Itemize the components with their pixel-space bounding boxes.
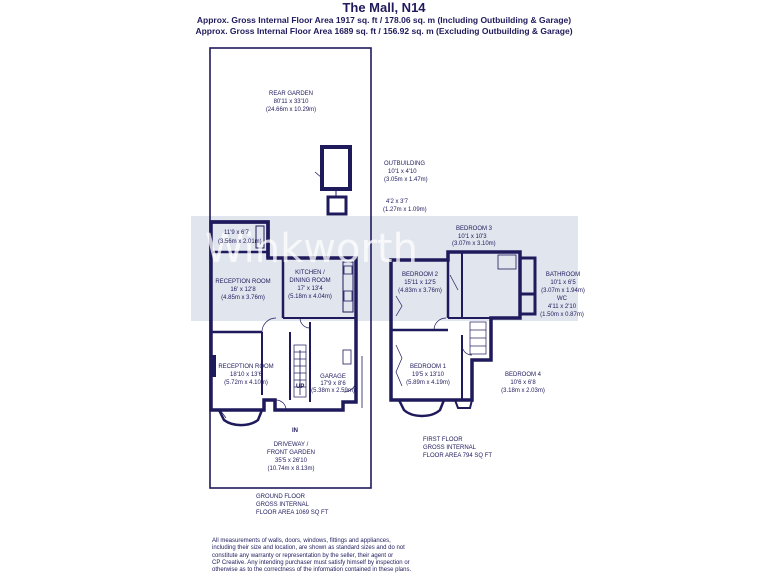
disclaimer-line: All measurements of walls, doors, window… [212, 538, 391, 544]
reception-front-metric: (5.72m x 4.10m) [224, 380, 268, 386]
utility-wall [211, 220, 270, 258]
bedroom3-metric: (3.07m x 3.10m) [452, 241, 496, 247]
rear-garden-label: REAR GARDEN [269, 91, 313, 97]
driveway-imperial: 35'5 x 26'10 [275, 458, 308, 464]
reception-rear-metric: (4.85m x 3.76m) [221, 295, 265, 301]
bathroom-metric: (3.07m x 1.94m) [541, 288, 585, 294]
rear-garden-imperial: 80'11 x 33'10 [274, 99, 310, 105]
driveway-label-2: FRONT GARDEN [267, 450, 315, 456]
bedroom3-label: BEDROOM 3 [456, 226, 493, 232]
stairs-up-marker: UP [296, 384, 304, 390]
first-floor-label: FIRST FLOOR [423, 437, 463, 443]
ground-floor-gross: GROSS INTERNAL [256, 502, 310, 508]
bedroom3-imperial: 10'1 x 10'3 [458, 234, 487, 240]
first-floor-area: FLOOR AREA 794 SQ FT [423, 453, 492, 459]
wc-label: WC [557, 296, 568, 302]
first-stairs [469, 321, 487, 355]
bedroom2-label: BEDROOM 2 [402, 272, 439, 278]
ground-floor-area: FLOOR AREA 1069 SQ FT [256, 510, 329, 516]
wc-imperial: 4'11 x 2'10 [548, 304, 577, 310]
outbuilding-metric: (3.05m x 1.47m) [384, 177, 428, 183]
kitchen-label-2: DINING ROOM [289, 278, 330, 284]
reception-front-imperial: 18'10 x 13'6 [230, 372, 263, 378]
bedroom1-label: BEDROOM 1 [410, 364, 447, 370]
bedroom4-imperial: 10'6 x 6'8 [510, 380, 536, 386]
wc-wall [518, 292, 537, 316]
area-including: Approx. Gross Internal Floor Area 1917 s… [196, 15, 572, 25]
ground-floor-label: GROUND FLOOR [256, 494, 306, 500]
outbuilding-wall [320, 145, 352, 191]
store-wall [326, 195, 348, 216]
bedroom2-imperial: 15'11 x 12'5 [404, 280, 436, 286]
bedroom1-metric: (5.89m x 4.19m) [406, 380, 450, 386]
bedroom1-imperial: 19'5 x 13'10 [412, 372, 445, 378]
store-metric: (1.27m x 1.09m) [383, 207, 427, 213]
driveway-label-1: DRIVEWAY / [274, 442, 309, 448]
reception-rear-imperial: 16' x 12'8 [230, 287, 256, 293]
garage-metric: (5.38m x 2.59m) [311, 388, 355, 394]
area-excluding: Approx. Gross Internal Floor Area 1689 s… [195, 26, 573, 36]
wc-metric: (1.50m x 0.87m) [540, 312, 584, 318]
rear-garden-metric: (24.66m x 10.29m) [266, 107, 316, 113]
kitchen-metric: (5.18m x 4.04m) [288, 294, 332, 300]
reception-rear-label: RECEPTION ROOM [215, 279, 270, 285]
disclaimer-line: CP Creative. Any intending purchaser mus… [212, 559, 410, 566]
garage-imperial: 17'9 x 8'6 [320, 381, 346, 387]
bedroom2-metric: (4.83m x 3.76m) [398, 288, 442, 294]
first-floor-gross: GROSS INTERNAL [423, 445, 477, 451]
utility-metric: (3.56m x 2.01m) [218, 239, 262, 245]
kitchen-imperial: 17' x 13'4 [297, 286, 323, 292]
bedroom4-metric: (3.18m x 2.03m) [501, 388, 545, 394]
driveway-metric: (10.74m x 8.13m) [267, 466, 314, 472]
outbuilding-label: OUTBUILDING [384, 161, 425, 167]
front-bay-window [217, 409, 264, 427]
outbuilding-imperial: 10'1 x 4'10 [388, 169, 417, 175]
disclaimer-line: otherwise as to the correctness of the i… [212, 567, 412, 574]
reception-front-label: RECEPTION ROOM [218, 364, 273, 370]
disclaimer-line: constitute any warranty or representatio… [212, 552, 394, 559]
disclaimer-line: including their size and location, are s… [212, 545, 405, 552]
ground-stairs [293, 344, 307, 398]
garage-label: GARAGE [320, 374, 346, 380]
store-imperial: 4'2 x 3'7 [386, 199, 409, 205]
bedroom4-label: BEDROOM 4 [505, 372, 542, 378]
disclaimer: All measurements of walls, doors, window… [212, 538, 452, 574]
bathroom-label: BATHROOM [546, 272, 580, 278]
plan-title: The Mall, N14 [342, 0, 426, 15]
entrance-marker: IN [292, 428, 298, 434]
bedroom1-bay-window [397, 399, 446, 418]
kitchen-label-1: KITCHEN / [295, 270, 325, 276]
watermark: Winkworth [205, 226, 418, 272]
utility-imperial: 11'9 x 6'7 [224, 230, 250, 236]
bathroom-imperial: 10'1 x 6'5 [550, 280, 576, 286]
